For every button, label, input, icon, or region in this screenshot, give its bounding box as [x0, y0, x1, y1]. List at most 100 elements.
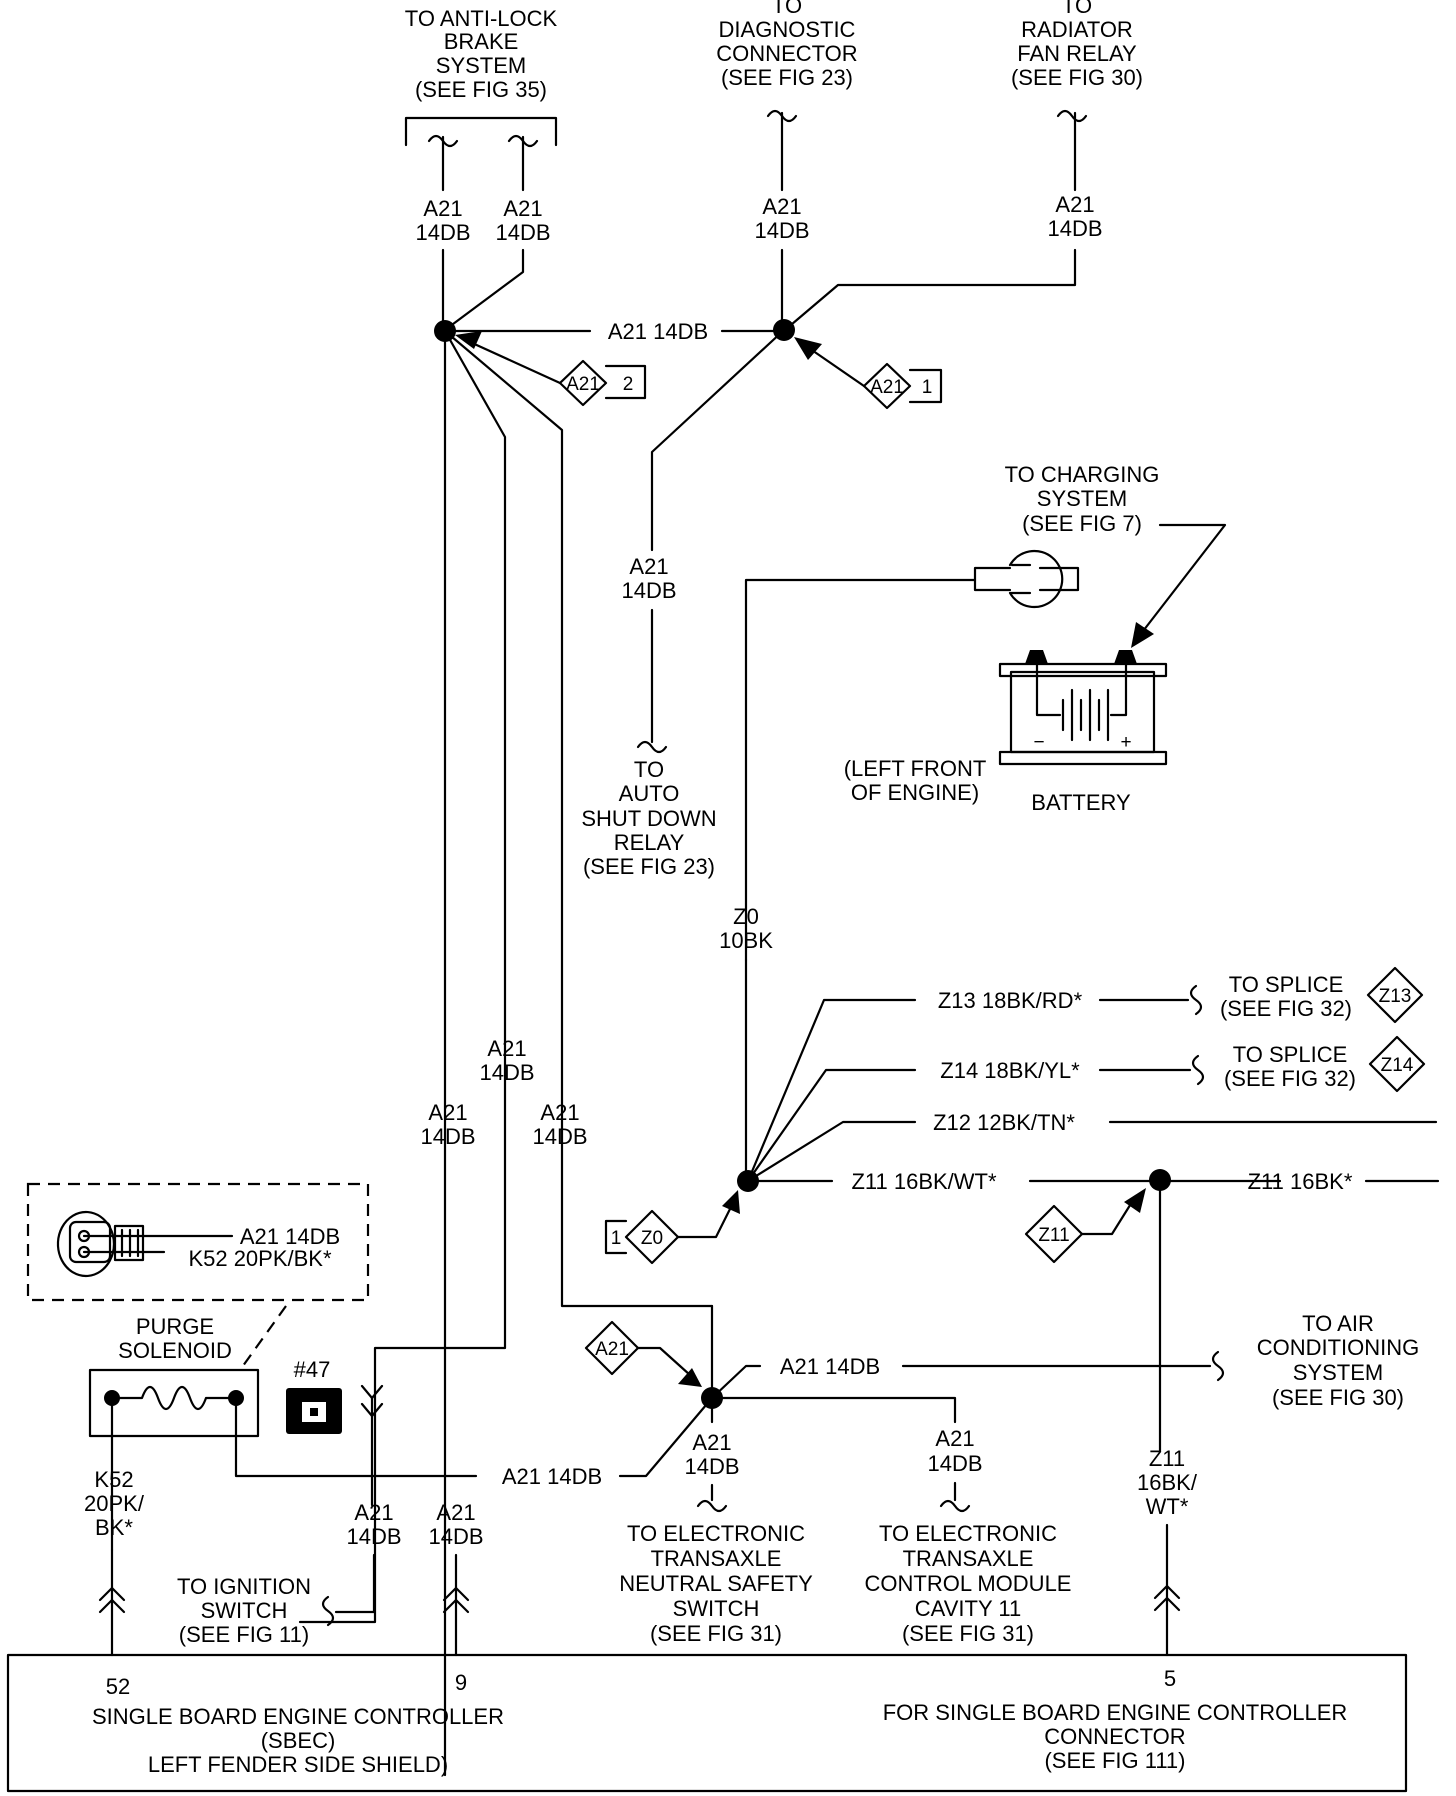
svg-text:CONTROL MODULE: CONTROL MODULE [865, 1571, 1072, 1596]
pin-52-label: 52 [106, 1674, 130, 1699]
ground-clamp-icon [973, 549, 1080, 609]
wire-label-radfan: A21 14DB [1047, 192, 1102, 241]
svg-text:A21: A21 [935, 1426, 974, 1451]
svg-text:CONNECTOR: CONNECTOR [1044, 1724, 1185, 1749]
svg-text:SWITCH: SWITCH [201, 1598, 288, 1623]
svg-text:16BK/: 16BK/ [1137, 1470, 1198, 1495]
svg-text:(LEFT FRONT: (LEFT FRONT [844, 756, 987, 781]
svg-text:14DB: 14DB [428, 1524, 483, 1549]
splice-tag-z14 [1368, 1035, 1426, 1093]
svg-text:2: 2 [623, 374, 634, 395]
svg-text:A21: A21 [423, 196, 462, 221]
svg-text:A21: A21 [629, 554, 668, 579]
svg-text:LEFT FENDER SIDE SHIELD): LEFT FENDER SIDE SHIELD) [148, 1752, 448, 1777]
charging-label: TO CHARGING SYSTEM (SEE FIG 7) [1005, 462, 1160, 536]
svg-text:(SBEC): (SBEC) [261, 1728, 336, 1753]
svg-text:(SEE FIG 31): (SEE FIG 31) [902, 1621, 1034, 1646]
svg-text:NEUTRAL SAFETY: NEUTRAL SAFETY [619, 1571, 813, 1596]
svg-text:1: 1 [611, 1228, 622, 1249]
wire-label-asd: A21 14DB [621, 554, 676, 603]
svg-text:A21: A21 [503, 196, 542, 221]
pin-52-connector-icon [98, 1586, 126, 1614]
svg-text:TO ELECTRONIC: TO ELECTRONIC [879, 1521, 1057, 1546]
svg-text:TO: TO [772, 0, 802, 18]
ignition-connector-icon [321, 1595, 335, 1627]
sbec-box [6, 1653, 1408, 1793]
svg-text:RELAY: RELAY [614, 830, 685, 855]
svg-text:A21: A21 [487, 1036, 526, 1061]
wire-label-k52-detail: K52 20PK/BK* [188, 1246, 332, 1271]
svg-text:SHUT DOWN: SHUT DOWN [581, 806, 716, 831]
wire-label-z11-stack: Z11 16BK/ WT* [1137, 1446, 1198, 1519]
tcm-label: TO ELECTRONIC TRANSAXLE CONTROL MODULE C… [865, 1521, 1072, 1646]
svg-text:AUTO: AUTO [619, 781, 680, 806]
asd-connector-icon [636, 740, 668, 754]
svg-text:TO AIR: TO AIR [1302, 1311, 1374, 1336]
svg-text:A21: A21 [692, 1430, 731, 1455]
svg-text:TRANSAXLE: TRANSAXLE [651, 1546, 782, 1571]
purge-label: PURGE SOLENOID [118, 1314, 232, 1363]
svg-text:DIAGNOSTIC: DIAGNOSTIC [719, 17, 856, 42]
wire-label-z12: Z12 12BK/TN* [933, 1110, 1075, 1135]
svg-text:PURGE: PURGE [136, 1314, 214, 1339]
svg-text:SYSTEM: SYSTEM [1293, 1360, 1383, 1385]
svg-text:A21: A21 [1055, 192, 1094, 217]
wire-label-z0: Z0 10BK [719, 904, 773, 953]
connector-47-label: #47 [294, 1357, 331, 1382]
svg-text:14DB: 14DB [415, 220, 470, 245]
wire-label-a21-bridge: A21 14DB [608, 319, 708, 344]
svg-text:SYSTEM: SYSTEM [436, 53, 526, 78]
svg-text:OF ENGINE): OF ENGINE) [851, 780, 979, 805]
wire-label-z11-b: Z11 16BK* [1248, 1169, 1353, 1194]
ignition-label: TO IGNITION SWITCH (SEE FIG 11) [177, 1574, 311, 1647]
purge-solenoid-icon [88, 1368, 260, 1438]
svg-text:SINGLE BOARD ENGINE CONTROLLER: SINGLE BOARD ENGINE CONTROLLER [92, 1704, 504, 1729]
wire-label-k52-stack: K52 20PK/ BK* [84, 1467, 145, 1540]
svg-text:RADIATOR: RADIATOR [1021, 17, 1133, 42]
svg-text:CONDITIONING: CONDITIONING [1257, 1335, 1420, 1360]
left-front-label: (LEFT FRONT OF ENGINE) [844, 756, 987, 805]
nss-label: TO ELECTRONIC TRANSAXLE NEUTRAL SAFETY S… [619, 1521, 813, 1646]
svg-text:(SEE FIG 11): (SEE FIG 11) [179, 1622, 309, 1647]
pin-9-connector-icon [442, 1586, 470, 1614]
svg-text:TO ANTI-LOCK: TO ANTI-LOCK [405, 6, 558, 31]
pin-5-label: 5 [1164, 1666, 1176, 1691]
svg-text:(SEE FIG 30): (SEE FIG 30) [1272, 1385, 1404, 1410]
svg-text:Z11: Z11 [1038, 1225, 1069, 1246]
svg-text:A21: A21 [870, 377, 904, 398]
wire-label-a21-tcm: A21 14DB [927, 1426, 982, 1476]
wire-label-a21-nss: A21 14DB [684, 1430, 739, 1479]
svg-text:CAVITY 11: CAVITY 11 [915, 1596, 1021, 1621]
svg-text:K52: K52 [94, 1467, 133, 1492]
svg-text:A21: A21 [762, 194, 801, 219]
splice-tag-1 [862, 362, 912, 410]
wire-label-z11: Z11 16BK/WT* [851, 1169, 997, 1194]
battery-icon: − + [998, 650, 1168, 766]
svg-text:BK*: BK* [95, 1515, 133, 1540]
svg-text:20PK/: 20PK/ [84, 1491, 145, 1516]
svg-text:TO CHARGING: TO CHARGING [1005, 462, 1160, 487]
abs-bracket [404, 116, 558, 147]
svg-text:Z14: Z14 [1381, 1055, 1414, 1076]
svg-text:A21: A21 [428, 1100, 467, 1125]
ac-label: TO AIR CONDITIONING SYSTEM (SEE FIG 30) [1257, 1311, 1420, 1410]
svg-text:+: + [1120, 732, 1131, 753]
svg-text:Z13: Z13 [1379, 986, 1412, 1007]
purge-connector-icon [56, 1210, 145, 1278]
splice-tag-2 [558, 359, 608, 407]
splice-label-z14: TO SPLICE (SEE FIG 32) [1224, 1042, 1356, 1091]
svg-text:(SEE FIG 32): (SEE FIG 32) [1224, 1066, 1356, 1091]
svg-text:14DB: 14DB [420, 1124, 475, 1149]
svg-text:TO SPLICE: TO SPLICE [1233, 1042, 1348, 1067]
svg-text:TO SPLICE: TO SPLICE [1229, 972, 1344, 997]
wire-label-z14: Z14 18BK/YL* [940, 1058, 1080, 1083]
splice-label-z13: TO SPLICE (SEE FIG 32) [1220, 972, 1352, 1021]
svg-text:(SEE FIG 23): (SEE FIG 23) [583, 854, 715, 879]
wire-label-abs-left: A21 14DB [415, 196, 470, 245]
svg-text:10BK: 10BK [719, 928, 773, 953]
svg-text:FAN RELAY: FAN RELAY [1017, 41, 1137, 66]
abs-label: TO ANTI-LOCK BRAKE SYSTEM (SEE FIG 35) [405, 6, 558, 102]
tcm-connector-icon [939, 1499, 971, 1513]
wire-label-a21-purge: A21 14DB [502, 1464, 602, 1489]
svg-text:TO IGNITION: TO IGNITION [177, 1574, 311, 1599]
